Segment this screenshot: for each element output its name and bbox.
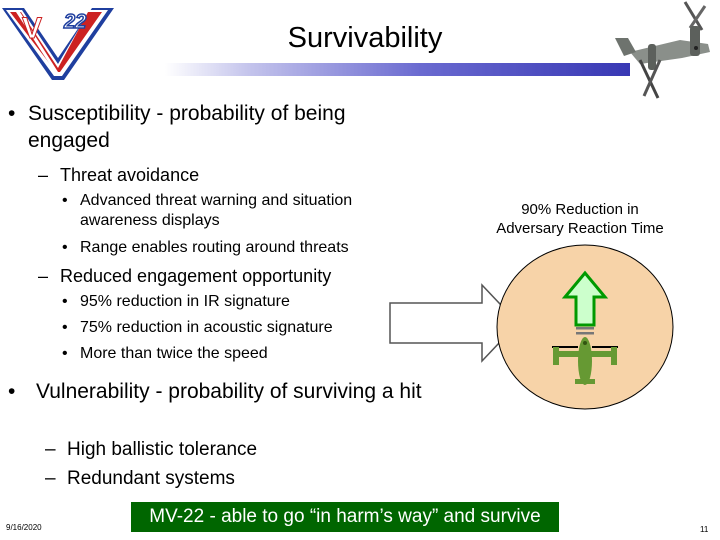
title-gradient-bar bbox=[165, 63, 630, 76]
subsub-text: Range enables routing around threats bbox=[80, 239, 349, 256]
bullet-mark: • bbox=[62, 319, 68, 336]
sub-text: Threat avoidance bbox=[60, 165, 200, 185]
subsub-text: 95% reduction in IR signature bbox=[80, 293, 290, 310]
callout-line-1: 90% Reduction in bbox=[521, 201, 639, 218]
tiltrotor-top-view-icon bbox=[552, 337, 618, 385]
reaction-time-callout: 90% Reduction in Adversary Reaction Time bbox=[470, 200, 690, 238]
bullet-mark: • bbox=[62, 293, 68, 310]
threat-circle-graphic bbox=[496, 244, 674, 410]
bullet-vulnerability: • Vulnerability - probability of survivi… bbox=[8, 378, 428, 405]
bullet-mark: • bbox=[62, 192, 68, 209]
sub-text: Reduced engagement opportunity bbox=[60, 266, 332, 286]
sub-redundant-systems: – Redundant systems bbox=[45, 467, 235, 491]
subsub-text: Advanced threat warning and situation aw… bbox=[80, 192, 353, 229]
page-number: 11 bbox=[700, 525, 709, 534]
bullet-mark: • bbox=[62, 239, 68, 256]
logo-v-text: V bbox=[22, 12, 42, 45]
subsub-text: 75% reduction in acoustic signature bbox=[80, 319, 333, 336]
sub-text: Redundant systems bbox=[67, 468, 235, 489]
dash-mark: – bbox=[38, 165, 49, 185]
sub-text: High ballistic tolerance bbox=[67, 439, 258, 460]
up-arrow-icon bbox=[561, 270, 609, 335]
tiltrotor-aircraft-photo bbox=[615, 1, 710, 99]
logo-22-text: 22 bbox=[63, 11, 86, 33]
dash-mark: – bbox=[38, 266, 49, 286]
subsub-ir-signature: • 95% reduction in IR signature bbox=[62, 292, 290, 312]
subsub-range-routing: • Range enables routing around threats bbox=[62, 238, 392, 258]
sub-reduced-engagement: – Reduced engagement opportunity bbox=[38, 265, 388, 287]
bullet-mark: • bbox=[8, 380, 16, 403]
v22-logo: V 22 bbox=[2, 8, 114, 80]
summary-banner: MV-22 - able to go “in harm’s way” and s… bbox=[131, 502, 559, 532]
sub-threat-avoidance: – Threat avoidance bbox=[38, 164, 388, 186]
subsub-threat-warning: • Advanced threat warning and situation … bbox=[62, 191, 392, 231]
slide-date: 9/16/2020 bbox=[6, 523, 42, 532]
subsub-acoustic-signature: • 75% reduction in acoustic signature bbox=[62, 318, 333, 338]
callout-line-2: Adversary Reaction Time bbox=[496, 220, 664, 237]
bullet-text: Vulnerability - probability of surviving… bbox=[36, 380, 422, 403]
sub-ballistic-tolerance: – High ballistic tolerance bbox=[45, 438, 257, 462]
subsub-speed: • More than twice the speed bbox=[62, 344, 268, 364]
bullet-susceptibility: • Susceptibility - probability of being … bbox=[8, 100, 408, 154]
bullet-mark: • bbox=[8, 102, 16, 125]
slide-title: Survivability bbox=[287, 22, 443, 54]
subsub-text: More than twice the speed bbox=[80, 345, 268, 362]
bullet-text: Susceptibility - probability of being en… bbox=[28, 102, 346, 152]
bullet-mark: • bbox=[62, 345, 68, 362]
dash-mark: – bbox=[45, 468, 56, 489]
dash-mark: – bbox=[45, 439, 56, 460]
